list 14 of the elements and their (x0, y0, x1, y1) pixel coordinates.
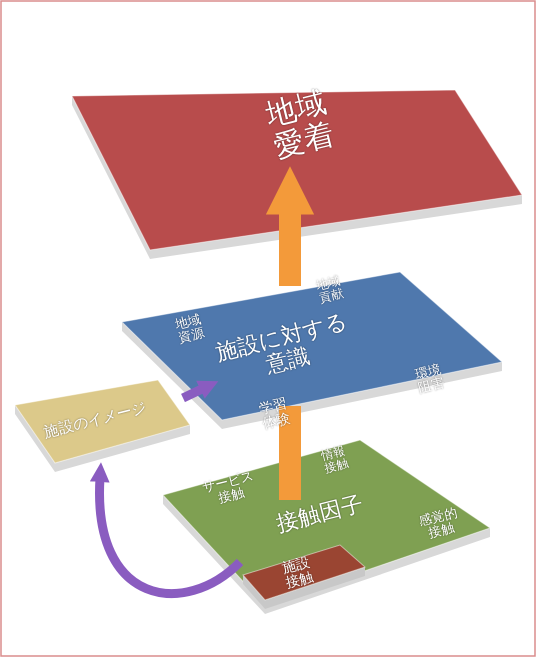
factor-label: 情報接触 (318, 444, 351, 476)
factor-label: 学習体験 (256, 396, 294, 434)
layer-title: 施設接触 (279, 555, 316, 593)
factor-label: 地域貢献 (314, 274, 346, 306)
arrow (181, 380, 218, 402)
factor-label: 地域資源 (172, 312, 207, 348)
factor-label: サービス接触 (200, 469, 256, 509)
layer-title: 施設に対する意識 (214, 310, 352, 381)
layer-title: 地域愛着 (262, 85, 338, 165)
factor-label: 感覚的接触 (416, 506, 460, 544)
arrow (266, 166, 314, 286)
layer-title: 施設のイメージ (42, 399, 148, 441)
layer-title: 接触因子 (274, 492, 366, 538)
arrow (90, 462, 243, 598)
